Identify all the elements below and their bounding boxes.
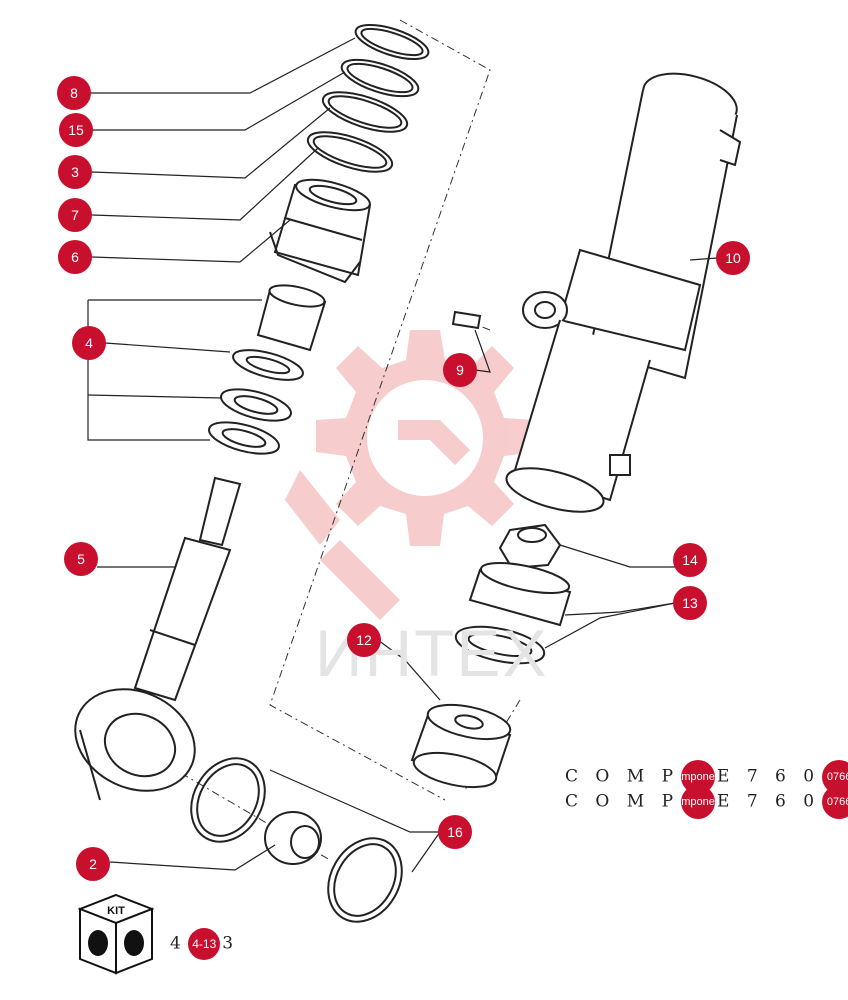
assembly-axis-lines — [149, 19, 521, 861]
callout-7[interactable]: 7 — [58, 198, 92, 232]
comp-middle: E 7 6 0 — [717, 791, 821, 812]
callout-8[interactable]: 8 — [57, 76, 91, 110]
piston-part — [269, 178, 372, 284]
piston-rod — [74, 476, 242, 801]
comp-prefix: C O M P — [565, 791, 680, 812]
comp-middle: E 7 6 0 — [717, 766, 821, 787]
callout-4[interactable]: 4 — [72, 326, 106, 360]
callout-5[interactable]: 5 — [64, 542, 98, 576]
watermark-gear-icon — [285, 330, 534, 620]
bushing-and-seals — [208, 284, 327, 455]
kit-ref-prefix: 4 — [170, 933, 181, 954]
grease-nipple — [451, 310, 482, 330]
kit-ref-callout[interactable]: 4-13 — [188, 928, 221, 960]
comp-prefix: C O M P — [565, 766, 680, 787]
comp-dot: mpone — [681, 785, 716, 819]
kit-label: KIT — [107, 905, 125, 917]
callout-9[interactable]: 9 — [443, 353, 477, 387]
callout-15[interactable]: 15 — [59, 113, 93, 147]
nut-and-bushing — [454, 523, 572, 665]
callout-2[interactable]: 2 — [76, 847, 110, 881]
kit-ref-suffix: 3 — [222, 933, 234, 954]
end-piston — [410, 703, 512, 789]
callout-6[interactable]: 6 — [58, 240, 92, 274]
callout-13[interactable]: 13 — [673, 586, 707, 620]
seal-rings-group — [306, 23, 430, 173]
leader-lines — [87, 37, 718, 873]
comp-dot-2: 0766 — [822, 785, 848, 819]
callout-14[interactable]: 14 — [673, 543, 707, 577]
kit-box-icon[interactable]: KIT — [78, 893, 154, 975]
ball-joint-and-circlips — [190, 757, 403, 923]
cylinder-barrel — [505, 72, 742, 513]
watermark-text: ИНТЕХ — [315, 616, 549, 690]
callout-16[interactable]: 16 — [438, 815, 472, 849]
callout-3[interactable]: 3 — [58, 155, 92, 189]
callout-12[interactable]: 12 — [347, 623, 381, 657]
callout-10[interactable]: 10 — [716, 241, 750, 275]
